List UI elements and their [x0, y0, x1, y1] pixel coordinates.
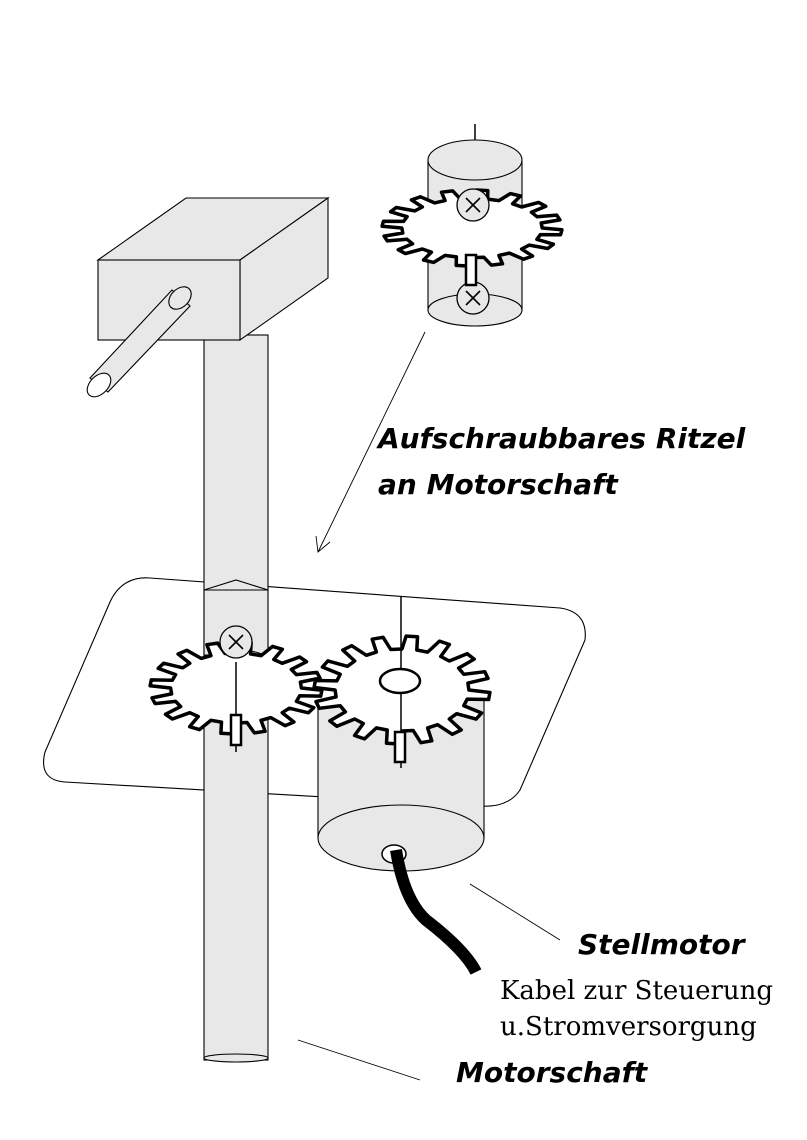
label-pinion-line1: Aufschraubbares Ritzel: [378, 422, 746, 455]
pinion-exploded: [380, 124, 564, 327]
label-shaft: Motorschaft: [456, 1056, 648, 1089]
leader-line-servo: [469, 883, 561, 941]
label-cable-line1: Kabel zur Steuerung: [500, 976, 774, 1006]
screw-cross-icon: [456, 188, 490, 222]
cable: [390, 849, 482, 975]
label-pinion-line2: an Motorschaft: [378, 468, 618, 501]
screw-cross-icon: [456, 281, 490, 315]
gear-icon: [380, 188, 564, 268]
diagonal-rod: [86, 286, 192, 398]
label-cable-line2: u.Stromversorgung: [500, 1012, 757, 1042]
servo-motor: [317, 699, 485, 872]
label-servo: Stellmotor: [578, 928, 745, 961]
shaft-head-block: [96, 196, 330, 342]
leader-line-shaft: [297, 1039, 421, 1081]
screw-cross-icon: [219, 625, 253, 659]
pointer-arrow: [315, 331, 426, 553]
